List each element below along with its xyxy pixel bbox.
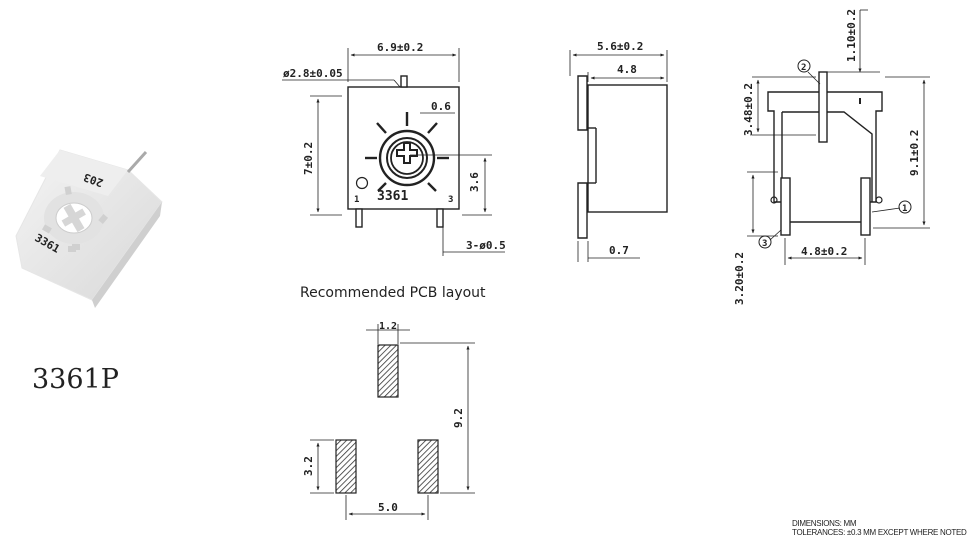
pcb-layout	[310, 324, 475, 520]
front-slot-dim: 0.6	[431, 100, 451, 113]
pin-overall-dim: 9.1±0.2	[908, 130, 921, 176]
pcb-layout-label: Recommended PCB layout	[300, 285, 486, 301]
pin1-label: 1	[902, 204, 907, 214]
pcb-overall-dim: 9.2	[452, 408, 465, 428]
front-pin-dia-dim: 3-ø0.5	[466, 239, 506, 252]
pin-lower-dim: 3.20±0.2	[733, 252, 746, 305]
pin2-label: 2	[801, 63, 806, 73]
front-view	[282, 48, 505, 256]
pcb-pad-right	[417, 439, 439, 494]
pcb-pad-width-dim: 1.2	[379, 321, 397, 332]
tolerances-note: TOLERANCES: ±0.3 MM EXCEPT WHERE NOTED	[792, 528, 967, 537]
front-width-dim: 6.9±0.2	[377, 41, 423, 54]
side-body-dim: 4.8	[617, 63, 637, 76]
front-center-dim: 3.6	[468, 172, 481, 192]
pin3-label: 3	[762, 239, 767, 249]
product-photo: 203 3361	[15, 149, 163, 308]
side-body-outline	[587, 84, 668, 213]
pin-view	[747, 9, 930, 265]
photo-top-marking: 203	[82, 170, 105, 189]
side-overall-dim: 5.6±0.2	[597, 40, 643, 53]
pcb-pad-height-dim: 3.2	[302, 456, 315, 476]
pcb-spacing-dim: 5.0	[378, 501, 398, 514]
front-pin1-label: 1	[354, 195, 359, 205]
front-height-dim: 7±0.2	[302, 142, 315, 175]
pin-upper-dim: 3.48±0.2	[742, 83, 755, 136]
side-lead-dim: 0.7	[609, 244, 629, 257]
adjustment-rotor	[365, 112, 449, 192]
pcb-pad-left	[335, 439, 357, 494]
part-number-title: 3361P	[32, 364, 119, 395]
dimensions-note: DIMENSIONS: MM	[792, 519, 857, 528]
front-marking: 3361	[377, 189, 408, 204]
pin-top-dim: 1.10±0.2	[845, 9, 858, 62]
pcb-pad-top	[377, 344, 399, 398]
front-shaft-dia-dim: ø2.8±0.05	[283, 67, 343, 80]
drawing-notes: DIMENSIONS: MM TOLERANCES: ±0.3 MM EXCEP…	[792, 519, 967, 537]
front-pin3-label: 3	[448, 195, 453, 205]
side-view	[569, 50, 668, 262]
pin-spacing-dim: 4.8±0.2	[801, 245, 847, 258]
